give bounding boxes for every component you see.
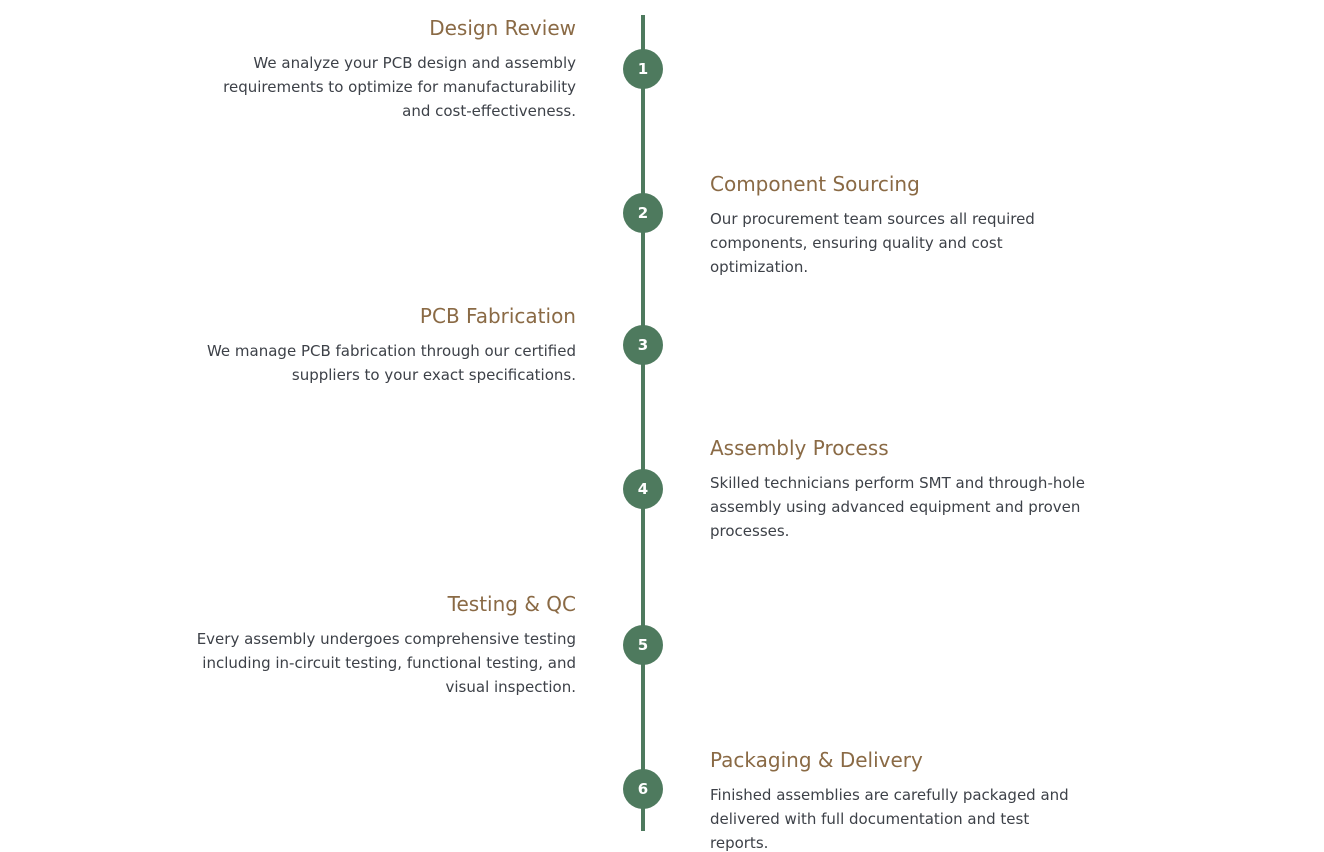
timeline-step-component-sourcing: Component Sourcing Our procurement team …	[710, 171, 1090, 279]
step-description: Skilled technicians perform SMT and thro…	[710, 474, 1085, 540]
step-number-badge: 4	[623, 469, 663, 509]
timeline-step-pcb-fabrication: PCB Fabrication We manage PCB fabricatio…	[196, 303, 576, 387]
step-description: We analyze your PCB design and assembly …	[223, 54, 576, 120]
step-number: 2	[637, 204, 649, 222]
step-number-badge: 3	[623, 325, 663, 365]
step-number: 6	[637, 780, 649, 798]
step-title: Assembly Process	[710, 436, 889, 460]
timeline-step-design-review: Design Review We analyze your PCB design…	[196, 15, 576, 123]
step-number-badge: 5	[623, 625, 663, 665]
step-number: 1	[637, 60, 649, 78]
step-title: Testing & QC	[447, 592, 576, 616]
timeline-step-testing-qc: Testing & QC Every assembly undergoes co…	[196, 591, 576, 699]
step-title: Packaging & Delivery	[710, 748, 923, 772]
timeline-step-assembly-process: Assembly Process Skilled technicians per…	[710, 435, 1090, 543]
step-description: Every assembly undergoes comprehensive t…	[196, 630, 576, 696]
step-number-badge: 1	[623, 49, 663, 89]
step-number: 5	[637, 636, 649, 654]
step-number-badge: 2	[623, 193, 663, 233]
timeline-line	[641, 15, 645, 831]
step-title: PCB Fabrication	[419, 304, 576, 328]
step-description: Our procurement team sources all require…	[710, 210, 1035, 276]
step-title: Component Sourcing	[710, 172, 920, 196]
timeline-step-packaging-delivery: Packaging & Delivery Finished assemblies…	[710, 747, 1090, 852]
step-description: We manage PCB fabrication through our ce…	[206, 342, 576, 384]
step-description: Finished assemblies are carefully packag…	[710, 786, 1069, 852]
step-title: Design Review	[429, 16, 576, 40]
step-number: 4	[637, 480, 649, 498]
step-number-badge: 6	[623, 769, 663, 809]
step-number: 3	[637, 336, 649, 354]
